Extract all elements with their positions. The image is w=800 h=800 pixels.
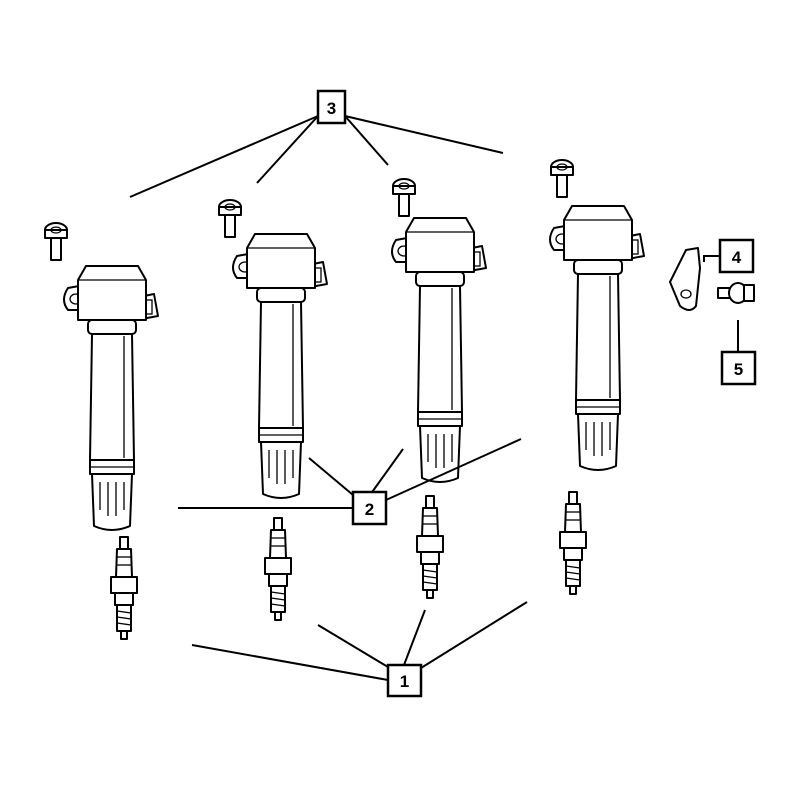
callout-5-label: 5 <box>734 360 743 379</box>
callout-2: 2 <box>351 490 388 526</box>
leader-lines-1 <box>191 601 528 681</box>
coil-bolt-3 <box>392 178 416 217</box>
callout-3: 3 <box>316 89 347 125</box>
spark-plug-4 <box>559 491 587 595</box>
ignition-coil-4 <box>549 205 645 471</box>
callout-3-label: 3 <box>327 99 336 118</box>
callout-2-label: 2 <box>365 500 374 519</box>
ignition-coil-1 <box>63 265 159 531</box>
ignition-coil-3 <box>391 217 487 483</box>
coil-bolt-2 <box>218 199 242 238</box>
callout-5: 5 <box>720 350 757 386</box>
leader-lines-3 <box>129 115 504 198</box>
spark-plug-1 <box>110 536 138 640</box>
callout-1-label: 1 <box>400 672 409 691</box>
stud-bolt <box>717 282 755 304</box>
spark-plug-3 <box>416 495 444 599</box>
spark-plug-2 <box>264 517 292 621</box>
leader-lines-2 <box>178 438 522 509</box>
callout-4: 4 <box>718 238 755 274</box>
callout-1: 1 <box>386 663 423 698</box>
leader-line-4 <box>703 255 720 262</box>
ignition-coil-2 <box>232 233 328 499</box>
bracket <box>669 247 701 311</box>
coil-bolt-4 <box>550 159 574 198</box>
coil-bolt-1 <box>44 222 68 261</box>
callout-4-label: 4 <box>732 248 742 267</box>
